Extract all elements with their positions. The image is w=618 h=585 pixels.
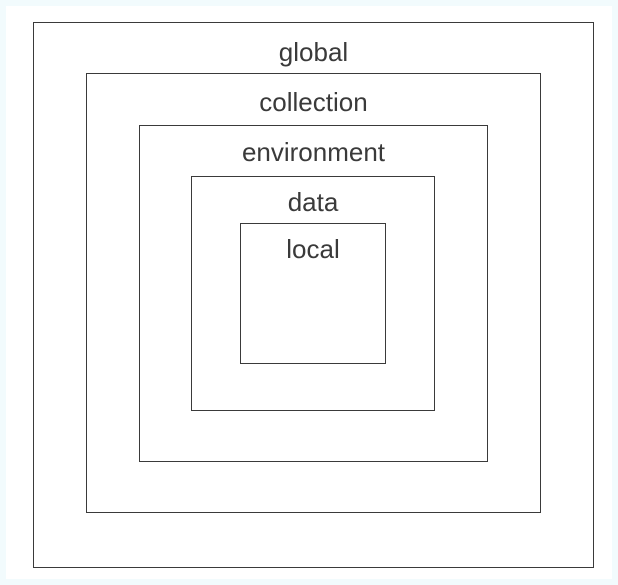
scope-label-collection: collection	[259, 87, 368, 117]
scope-box-environment: environment	[139, 125, 488, 462]
scope-label-data: data	[287, 187, 339, 217]
scope-label-global: global	[278, 37, 349, 67]
scope-box-data: data	[191, 176, 435, 411]
scope-label-local: local	[286, 234, 340, 264]
scope-box-collection: collection	[86, 73, 541, 513]
scope-label-environment: environment	[241, 137, 386, 167]
scope-box-local: local	[240, 223, 386, 364]
scope-box-global: global	[33, 22, 594, 568]
